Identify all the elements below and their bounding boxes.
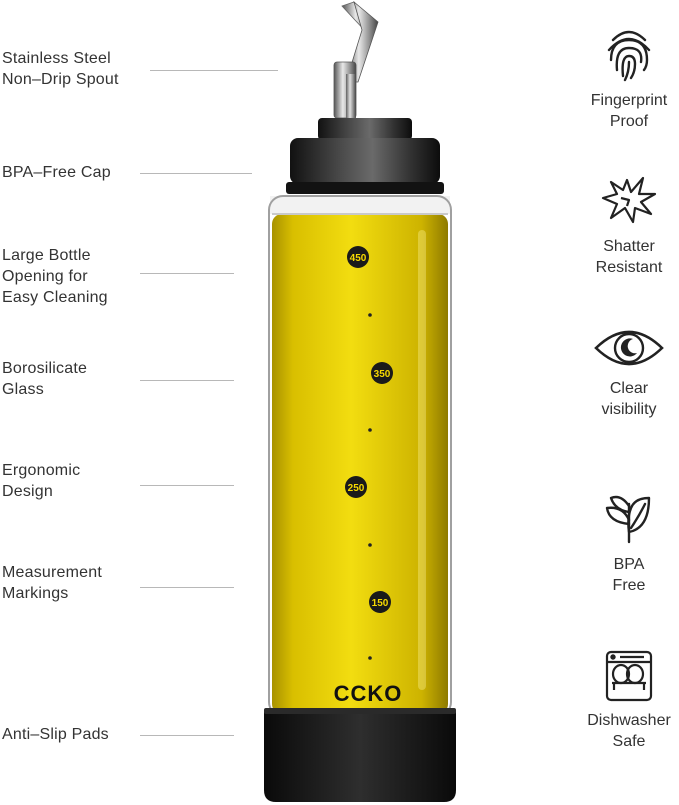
callout-cap: BPA–Free Cap [2,164,111,181]
leader-line-ergonomic [140,485,234,486]
mark-350 [371,362,393,384]
leader-line-markings [140,587,234,588]
callout-ergonomic: Ergonomic Design [2,462,81,500]
mark-150 [369,591,391,613]
feature-bpa: BPA Free [569,484,679,596]
brand-logo: CCKO [333,681,403,706]
dishwasher-icon [605,650,653,702]
oil-bottle: 450 350 250 150 [264,0,456,802]
leader-line-pads [140,735,234,736]
feature-fingerprint-label: Fingerprint Proof [590,92,668,130]
feature-clear-label: Clear visibility [601,380,657,418]
feature-shatter: Shatter Resistant [569,172,679,278]
mark-350-label: 350 [374,369,391,380]
mark-250 [345,476,367,498]
anti-slip-base [264,708,456,802]
feature-shatter-label: Shatter Resistant [595,238,663,276]
glass-body [268,195,452,717]
leader-line-cap [140,173,252,174]
feature-fingerprint: Fingerprint Proof [569,26,679,132]
leader-line-spout [150,70,278,71]
callout-spout: Stainless Steel Non–Drip Spout [2,50,119,88]
feature-clear: Clear visibility [569,326,679,420]
callout-glass: Borosilicate Glass [2,360,88,398]
leader-line-opening [140,273,234,274]
shatter-icon [601,176,657,224]
feature-dishwasher: Dishwasher Safe [569,650,679,752]
leaf-icon [605,495,651,544]
measurement-markings: 450 350 250 150 [345,246,393,660]
callout-markings: Measurement Markings [2,564,103,602]
mark-450 [347,246,369,268]
leader-line-glass [140,380,234,381]
feature-dishwasher-label: Dishwasher Safe [587,712,671,750]
eye-icon [594,330,664,366]
mark-450-label: 450 [350,253,367,264]
callout-opening: Large Bottle Opening for Easy Cleaning [2,247,108,306]
mark-250-label: 250 [348,483,365,494]
stainless-spout [333,0,379,119]
callout-pads: Anti–Slip Pads [2,726,109,743]
mark-150-label: 150 [372,598,389,609]
bpa-free-cap [286,118,444,194]
fingerprint-icon [607,30,651,82]
feature-bpa-label: BPA Free [612,556,646,594]
